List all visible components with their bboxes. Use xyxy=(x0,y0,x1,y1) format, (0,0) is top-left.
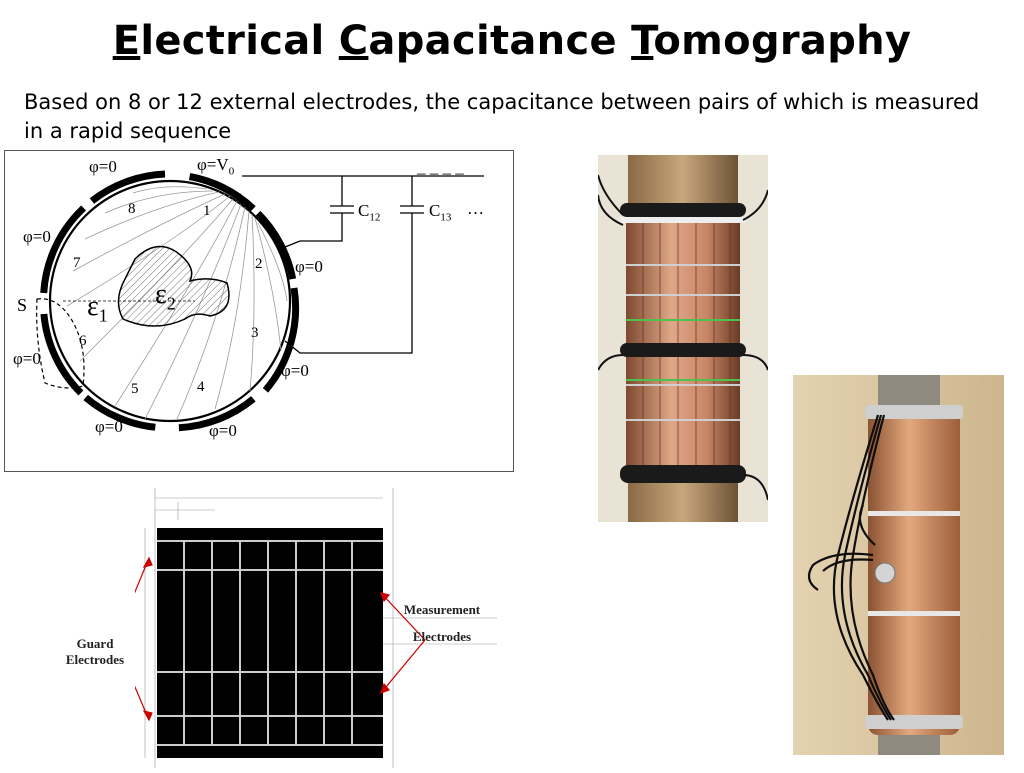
c12-symbol: C xyxy=(358,201,370,220)
potential-label-4: φ=0 xyxy=(209,421,237,440)
measurement-electrodes-label-2: Electrodes xyxy=(412,629,472,644)
potential-label-3: φ=0 xyxy=(281,361,309,380)
electrode-number-5: 5 xyxy=(131,381,139,397)
electrode-number-2: 2 xyxy=(255,256,263,272)
guard-label-line-1: Guard xyxy=(76,636,114,651)
potential-label-7: φ=0 xyxy=(23,227,51,246)
capacitance-c12-label: C12 xyxy=(358,201,380,223)
c12-sub: 12 xyxy=(369,211,381,224)
c13-symbol: C xyxy=(429,201,441,220)
electrode-number-8: 8 xyxy=(128,201,136,217)
measurement-electrodes-label-1: Measurement xyxy=(403,602,481,617)
title-word-2: apacitance xyxy=(368,18,632,64)
potential-source-sub: 0 xyxy=(228,165,235,178)
ring-diagram-graphic xyxy=(36,170,484,432)
title-initial-c: C xyxy=(338,18,369,64)
eps1-sub: 1 xyxy=(98,305,108,326)
potential-label-2: φ=0 xyxy=(295,257,323,276)
permittivity-outer-label: ε1 xyxy=(87,291,108,327)
electrode-number-6: 6 xyxy=(79,333,87,349)
electrode-number-3: 3 xyxy=(251,325,259,341)
electrode-layout-drawing: Guard Electrodes Measurement Electrodes xyxy=(66,488,535,768)
title-word-1: lectrical xyxy=(140,18,339,64)
potential-label-6: φ=0 xyxy=(13,349,41,368)
ect-ring-diagram: φ=0 φ=V0 φ=0 φ=0 φ=0 φ=0 φ=0 φ=0 S 1 2 3… xyxy=(4,150,514,472)
region-s-label: S xyxy=(17,295,28,315)
ring-sensor-photo xyxy=(598,155,768,522)
slide-description: Based on 8 or 12 external electrodes, th… xyxy=(24,90,980,143)
potential-source-label: φ=V0 xyxy=(197,155,234,177)
eps1-symbol: ε xyxy=(87,291,99,322)
eps2-sub: 2 xyxy=(166,293,176,314)
electrode-number-4: 4 xyxy=(197,379,205,395)
capacitance-ellipsis: … xyxy=(467,199,484,218)
permittivity-inner-label: ε2 xyxy=(155,279,176,315)
electrode-number-7: 7 xyxy=(73,255,81,271)
electrode-number-1: 1 xyxy=(203,203,211,219)
c13-sub: 13 xyxy=(440,211,452,224)
title-initial-e: E xyxy=(112,18,141,64)
title-initial-t: T xyxy=(631,18,654,64)
guard-electrodes-label: Guard Electrodes xyxy=(55,636,135,668)
capacitance-c13-label: C13 xyxy=(429,201,451,223)
guard-label-line-2: Electrodes xyxy=(65,652,125,667)
potential-label-8: φ=0 xyxy=(89,157,117,176)
electrodes xyxy=(40,170,300,432)
pipe-sensor-photo xyxy=(793,375,1004,755)
potential-label-5: φ=0 xyxy=(95,417,123,436)
slide-title: Electrical Capacitance Tomography xyxy=(0,18,1024,64)
title-word-3: omography xyxy=(653,18,912,64)
potential-source-text: φ=V xyxy=(197,155,229,174)
eps2-symbol: ε xyxy=(155,279,167,310)
wire-dashes: – – – – xyxy=(417,163,464,182)
electrode-layout-graphic xyxy=(114,488,497,768)
